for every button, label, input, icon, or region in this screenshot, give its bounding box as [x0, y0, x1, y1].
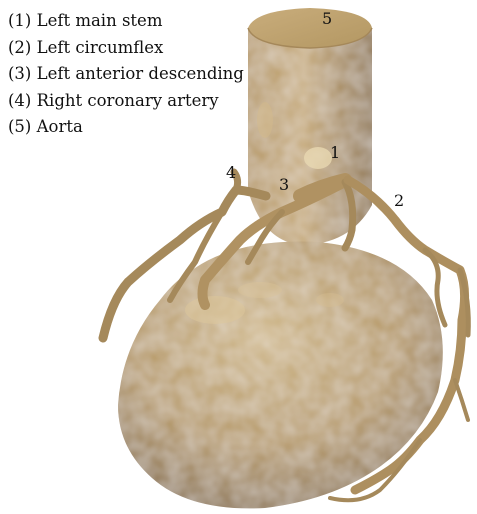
legend-item-left-anterior-descending: (3) Left anterior descending — [8, 61, 244, 88]
legend-item-right-coronary-artery: (4) Right coronary artery — [8, 88, 244, 115]
legend-item-left-main-stem: (1) Left main stem — [8, 8, 244, 35]
legend: (1) Left main stem (2) Left circumflex (… — [8, 8, 244, 141]
marker-2: 2 — [394, 191, 404, 210]
marker-4: 4 — [226, 163, 236, 182]
legend-item-left-circumflex: (2) Left circumflex — [8, 35, 244, 62]
legend-item-aorta: (5) Aorta — [8, 114, 244, 141]
marker-5: 5 — [322, 9, 332, 28]
marker-3: 3 — [279, 175, 289, 194]
marker-1: 1 — [330, 143, 340, 162]
